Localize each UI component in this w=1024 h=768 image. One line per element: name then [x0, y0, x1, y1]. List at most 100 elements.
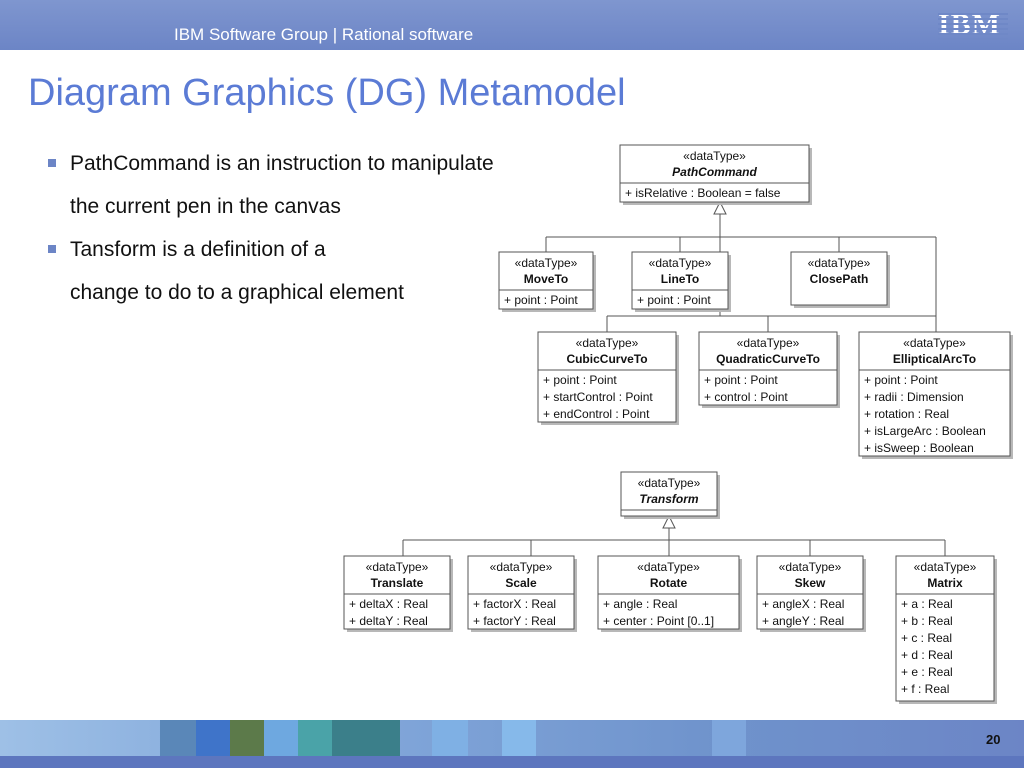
uml-box-close-path: «dataType» ClosePath [790, 251, 890, 308]
attribute-text: + angle : Real [603, 597, 677, 611]
class-name: Skew [795, 576, 826, 590]
attribute-text: + endControl : Point [543, 407, 650, 421]
footer-photo-tile [160, 720, 196, 756]
box-frame [858, 331, 1011, 457]
class-name: CubicCurveTo [566, 352, 647, 366]
attribute-text: + f : Real [901, 682, 949, 696]
class-name: MoveTo [524, 272, 568, 286]
uml-box-matrix: «dataType» Matrix + a : Real + b : Real + c … [895, 555, 997, 704]
attribute-text: + point : Point [637, 293, 711, 307]
header-bar: IBM Software Group | Rational software I… [0, 0, 1024, 50]
page-number: 20 [986, 732, 1001, 747]
footer-photo-tile [332, 720, 400, 756]
footer-photo-tile [264, 720, 298, 756]
attribute-text: + point : Point [864, 373, 938, 387]
footer-bottom-band [0, 756, 1024, 768]
footer-photo-tile [298, 720, 332, 756]
box-frame [467, 555, 575, 630]
stereotype-label: «dataType» [638, 476, 701, 490]
stereotype-label: «dataType» [490, 560, 553, 574]
class-name: Scale [505, 576, 537, 590]
box-frame [498, 251, 594, 310]
header-title: IBM Software Group | Rational software [174, 25, 474, 44]
footer-photo-tile [502, 720, 536, 756]
uml-box-move-to: «dataType»MoveTo+ point : Point [498, 251, 596, 312]
attribute-text: + isLargeArc : Boolean [864, 424, 986, 438]
uml-box-skew: «dataType» Skew + angleX : Real + angleY : … [756, 555, 866, 632]
stereotype-label: «dataType» [779, 560, 842, 574]
uml-box-elliptical-arc-to: «dataType» EllipticalArcTo + point : Point… [858, 331, 1013, 459]
bullet-text-line1: PathCommand is an instruction to manipul… [70, 152, 494, 175]
stereotype-label: «dataType» [515, 256, 578, 270]
box-frame [537, 331, 677, 423]
attribute-text: + isSweep : Boolean [864, 441, 974, 455]
attribute-text: + radii : Dimension [864, 390, 964, 404]
footer-photo-tile [230, 720, 264, 756]
uml-box-line-to: «dataType» LineTo + point : Point [631, 251, 731, 312]
bullet-text-line2: change to do to a graphical element [70, 281, 404, 304]
box-frame [895, 555, 995, 702]
class-name: Matrix [927, 576, 963, 590]
uml-boxes: «dataType» PathCommand + isRelative : Bool… [343, 144, 1013, 704]
slide-title: Diagram Graphics (DG) Metamodel [28, 72, 626, 114]
attribute-text: + deltaY : Real [349, 614, 428, 628]
attribute-text: + c : Real [901, 631, 952, 645]
bullet-item: PathCommand is an instruction to manipul… [44, 142, 604, 228]
attribute-text: + angleX : Real [762, 597, 844, 611]
attribute-text: + isRelative : Boolean = false [625, 186, 781, 200]
attribute-text: + point : Point [704, 373, 778, 387]
box-frame [790, 251, 888, 306]
class-name: Translate [371, 576, 424, 590]
uml-box-cubic-curve-to: «dataType» CubicCurveTo + point : Point + s… [537, 331, 679, 425]
footer-photo-tile [196, 720, 230, 756]
attribute-text: + angleY : Real [762, 614, 844, 628]
attribute-text: + factorY : Real [473, 614, 556, 628]
box-frame [620, 471, 718, 517]
bullet-item: Tansform is a definition of a change to … [44, 228, 604, 314]
box-frame [631, 251, 729, 310]
uml-box-path-command: «dataType» PathCommand + isRelative : Bool… [619, 144, 812, 205]
class-name: ClosePath [810, 272, 869, 286]
footer-photo-tile [712, 720, 746, 756]
attribute-text: + a : Real [901, 597, 953, 611]
attribute-text: + rotation : Real [864, 407, 949, 421]
attribute-text: + startControl : Point [543, 390, 653, 404]
box-frame [698, 331, 838, 406]
stereotype-label: «dataType» [366, 560, 429, 574]
uml-box-quadratic-curve-to: «dataType» QuadraticCurveTo + point : Poin… [698, 331, 840, 408]
attribute-text: + center : Point [0..1] [603, 614, 714, 628]
attribute-text: + b : Real [901, 614, 953, 628]
stereotype-label: «dataType» [649, 256, 712, 270]
attribute-text: + e : Real [901, 665, 953, 679]
attribute-text: + deltaX : Real [349, 597, 428, 611]
stereotype-label: «dataType» [808, 256, 871, 270]
bullet-square-icon [48, 245, 56, 253]
class-name: PathCommand [672, 165, 757, 179]
stereotype-label: «dataType» [903, 336, 966, 350]
attribute-text: + control : Point [704, 390, 788, 404]
class-name: LineTo [661, 272, 699, 286]
class-name: EllipticalArcTo [893, 352, 976, 366]
bullet-text-line2: the current pen in the canvas [70, 195, 341, 218]
box-frame [343, 555, 451, 630]
stereotype-label: «dataType» [914, 560, 977, 574]
uml-box-translate: «dataType» Translate + deltaX : Real + delt… [343, 555, 453, 632]
stereotype-label: «dataType» [637, 560, 700, 574]
box-frame [756, 555, 864, 630]
bullet-list: PathCommand is an instruction to manipul… [44, 142, 604, 314]
box-frame [619, 144, 810, 203]
class-name: Transform [639, 492, 698, 506]
bullet-text-line1: Tansform is a definition of a [70, 238, 326, 261]
class-name: QuadraticCurveTo [716, 352, 820, 366]
attribute-text: + d : Real [901, 648, 953, 662]
stereotype-label: «dataType» [683, 149, 746, 163]
uml-box-rotate: «dataType» Rotate + angle : Real + center :… [597, 555, 742, 632]
bullet-square-icon [48, 159, 56, 167]
stereotype-label: «dataType» [737, 336, 800, 350]
attribute-text: + factorX : Real [473, 597, 556, 611]
attribute-text: + point : Point [543, 373, 617, 387]
stereotype-label: «dataType» [576, 336, 639, 350]
uml-box-scale: «dataType» Scale + factorX : Real + factorY… [467, 555, 577, 632]
class-name: Rotate [650, 576, 688, 590]
